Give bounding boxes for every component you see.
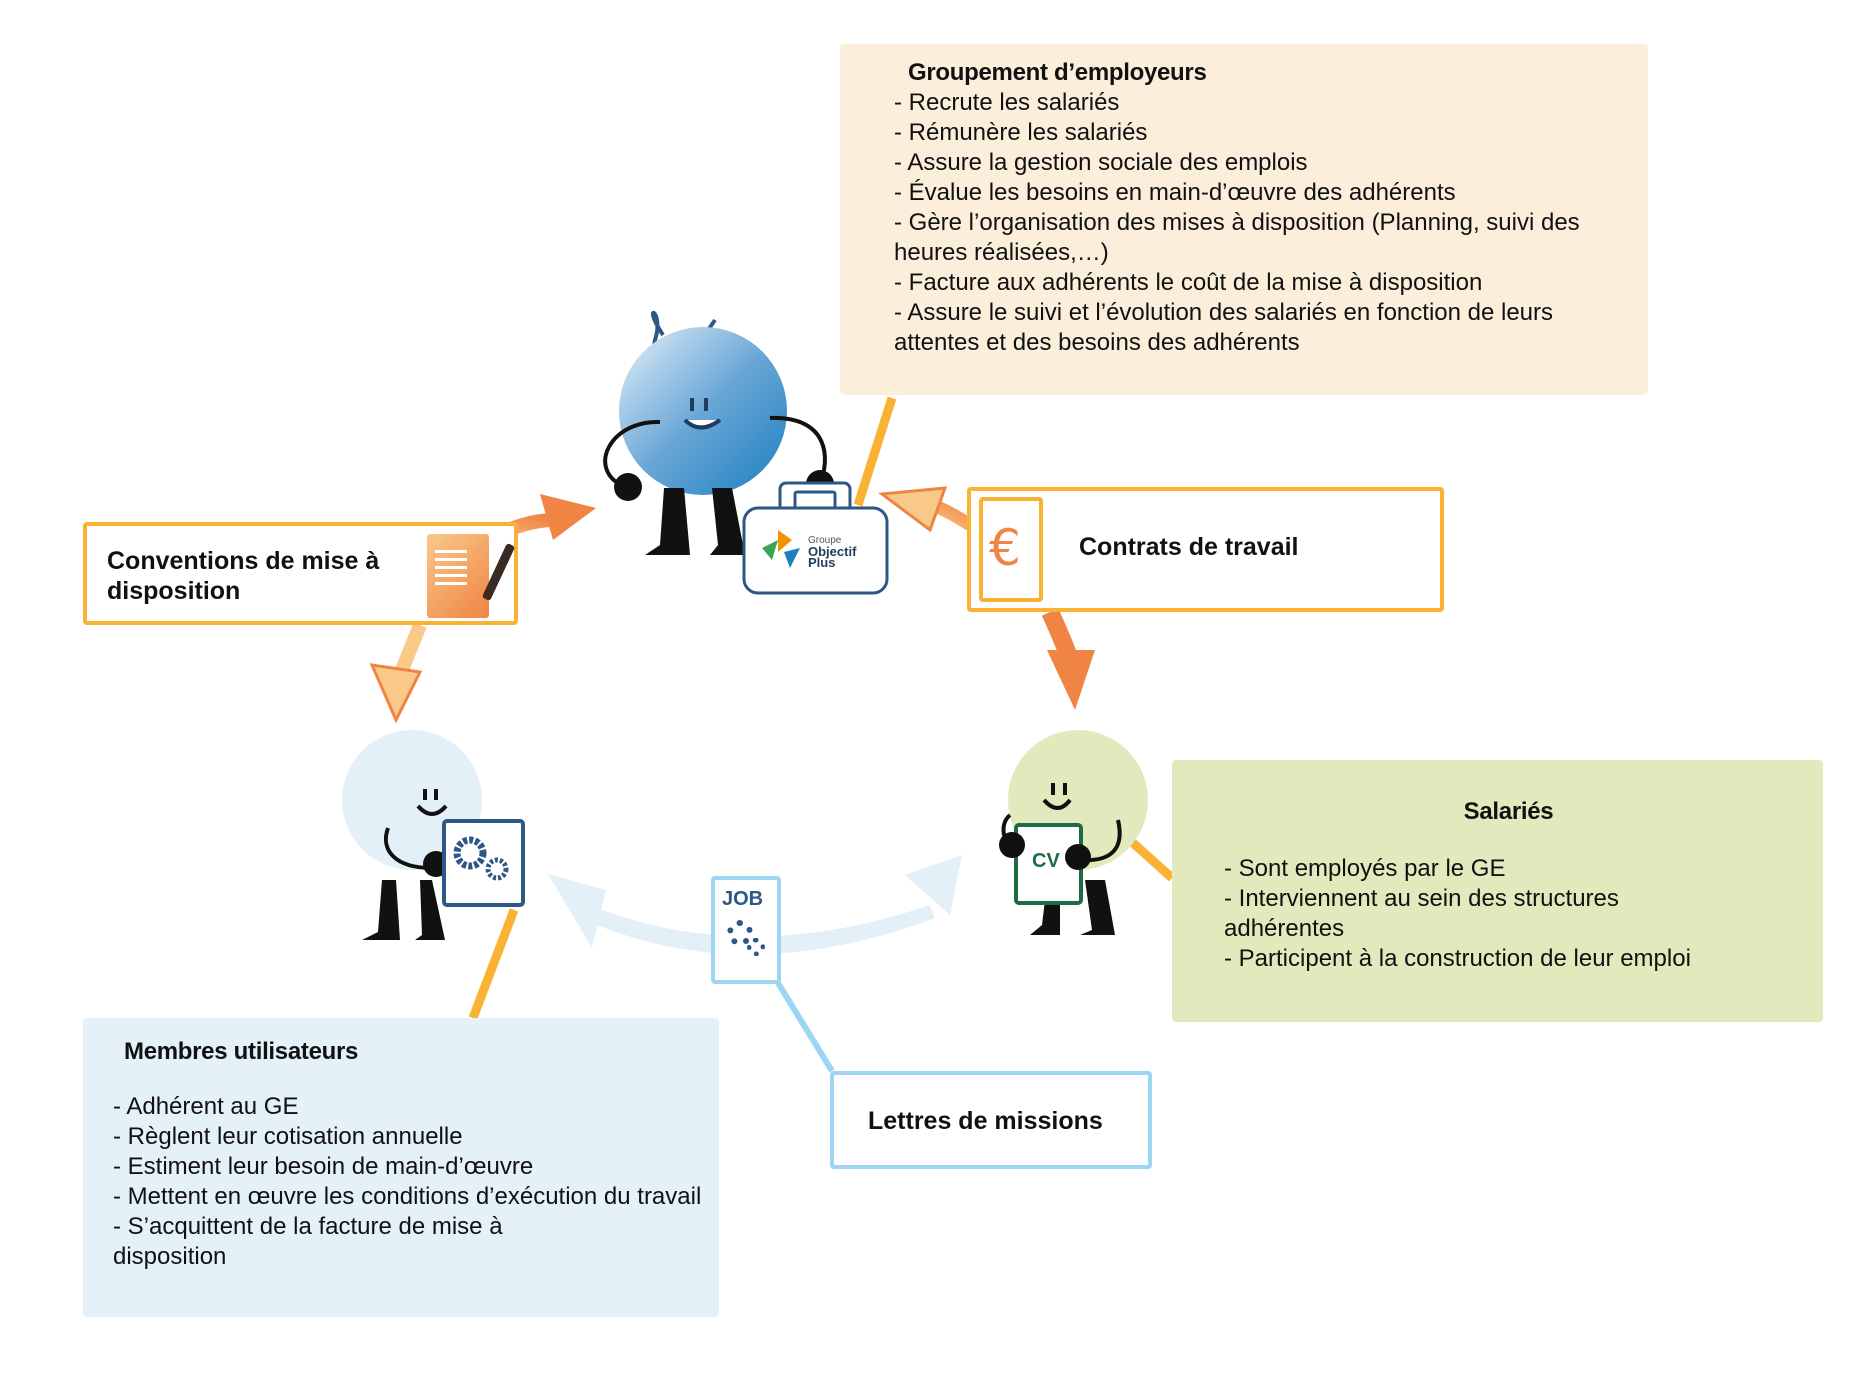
signed-document-icon <box>427 534 516 618</box>
groupement-title: Groupement d’employeurs <box>908 59 1207 86</box>
arrow-conventions-to-membres <box>369 622 427 724</box>
connector-salaries <box>1128 838 1176 882</box>
salaries-title: Salariés <box>1463 798 1554 825</box>
salaries-item: - Participent à la construction de leur … <box>1224 945 1691 972</box>
membres-item: - Règlent leur cotisation annuelle <box>113 1123 463 1150</box>
contrats-box: € Contrats de travail <box>967 487 1444 612</box>
membres-item: - Mettent en œuvre les conditions d’exéc… <box>113 1183 702 1210</box>
membres-box: Membres utilisateurs - Adhérent au GE - … <box>83 1018 719 1317</box>
salaries-item: - Sont employés par le GE <box>1224 855 1506 882</box>
salaries-box: Salariés - Sont employés par le GE - Int… <box>1172 760 1823 1022</box>
groupement-item: - Rémunère les salariés <box>894 119 1148 146</box>
groupement-box: Groupement d’employeurs - Recrute les sa… <box>840 44 1648 395</box>
membres-item: - S’acquittent de la facture de mise à d… <box>113 1213 503 1270</box>
gears-icon <box>727 920 765 960</box>
lettres-box: Lettres de missions <box>830 1071 1152 1169</box>
logo-line2: Plus <box>808 555 836 570</box>
briefcase-logo <box>742 481 889 595</box>
logo-line1: Objectif <box>808 544 857 559</box>
connector-membres <box>468 908 519 1020</box>
groupement-item: - Gère l’organisation des mises à dispos… <box>894 209 1580 266</box>
mission-double-arrow <box>548 855 962 955</box>
membres-item: - Adhérent au GE <box>113 1093 299 1120</box>
salaries-list: - Sont employés par le GE - Interviennen… <box>1224 854 1793 974</box>
character-membres <box>342 730 525 940</box>
euro-icon: € <box>989 519 1021 577</box>
character-salaries <box>999 730 1148 935</box>
conventions-label: Conventions de mise à disposition <box>107 547 380 605</box>
groupement-item: - Recrute les salariés <box>894 89 1120 116</box>
membres-title: Membres utilisateurs <box>124 1038 359 1065</box>
briefcase-logo-text: Groupe Objectif Plus <box>808 535 857 570</box>
groupement-item: - Facture aux adhérents le coût de la mi… <box>894 269 1483 296</box>
lettres-label: Lettres de missions <box>868 1107 1103 1135</box>
conventions-box: Conventions de mise à disposition <box>83 522 518 625</box>
job-label: JOB <box>722 888 764 910</box>
arrow-contrats-to-groupement <box>877 486 974 533</box>
euro-card: € <box>979 497 1043 602</box>
arrow-contrats-to-salaries <box>1041 608 1095 710</box>
logo-small: Groupe <box>808 535 842 546</box>
contrats-label: Contrats de travail <box>1079 533 1299 561</box>
groupement-item: - Assure le suivi et l’évolution des sal… <box>894 299 1554 356</box>
groupement-item: - Assure la gestion sociale des emplois <box>894 149 1308 176</box>
groupement-item: - Évalue les besoins en main-d’œuvre des… <box>894 179 1456 206</box>
salaries-item: - Interviennent au sein des structures a… <box>1224 885 1619 942</box>
connector-lettres <box>775 981 835 1073</box>
membres-item: - Estiment leur besoin de main-d’œuvre <box>113 1153 534 1180</box>
membres-list: - Adhérent au GE - Règlent leur cotisati… <box>113 1092 703 1272</box>
cv-label: CV <box>1032 850 1060 872</box>
connector-groupement <box>853 396 897 507</box>
job-card: JOB <box>711 876 781 984</box>
groupement-list: - Recrute les salariés - Rémunère les sa… <box>894 88 1608 358</box>
